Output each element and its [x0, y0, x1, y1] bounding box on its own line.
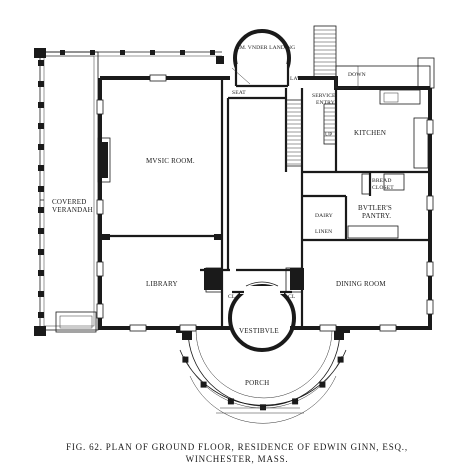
window-mark	[96, 303, 104, 319]
verandah-post	[180, 50, 185, 55]
verandah-post	[38, 186, 44, 192]
kitchen-fixtures	[347, 89, 429, 239]
verandah-post	[38, 123, 44, 129]
verandah-post	[150, 50, 155, 55]
verandah-post	[38, 207, 44, 213]
label-service-entry-line1: SERVICE	[312, 93, 336, 99]
label-dining-room: DINING ROOM	[336, 280, 386, 288]
verandah-post	[38, 291, 44, 297]
verandah-post	[38, 144, 44, 150]
main-stair	[285, 99, 337, 167]
label-covered-verandah-line1: COVERED	[52, 198, 86, 206]
verandah-post	[38, 312, 44, 318]
label-rm-under-landing: RM. VNDER LANDING	[236, 45, 295, 51]
verandah-post	[38, 249, 44, 255]
label-vestibule: VESTIBVLE	[239, 327, 279, 335]
porch-post	[176, 327, 182, 333]
window-mark	[129, 324, 147, 332]
label-lav: LAV	[290, 76, 301, 82]
window-mark	[426, 299, 434, 315]
window-mark	[149, 74, 167, 82]
window-mark	[96, 261, 104, 277]
porch-post	[260, 404, 266, 411]
label-music-room: MVSIC ROOM.	[146, 157, 195, 165]
interior-walls	[100, 78, 430, 330]
window-marks	[96, 74, 434, 332]
window-mark	[96, 199, 104, 215]
verandah-post	[210, 50, 215, 55]
verandah-post	[38, 165, 44, 171]
vestibule	[228, 281, 296, 352]
label-butlers-pantry-line2: PANTRY.	[362, 212, 391, 220]
label-seat: SEAT	[232, 90, 246, 96]
rear-stairs	[313, 25, 435, 89]
label-bread-closet-line1: BREAD	[372, 178, 391, 184]
verandah-post	[38, 81, 44, 87]
porch-post	[319, 381, 326, 388]
label-covered-verandah-line2: VERANDAH	[52, 206, 93, 214]
label-butlers-pantry-line1: BVTLER'S	[358, 204, 392, 212]
verandah-post	[60, 50, 65, 55]
verandah-post	[120, 50, 125, 55]
fireplaces	[97, 56, 304, 290]
label-up: UP	[325, 132, 332, 138]
porch-post	[200, 381, 207, 388]
window-mark	[319, 324, 337, 332]
window-mark	[426, 261, 434, 277]
porch-post	[227, 398, 234, 405]
label-linen: LINEN	[315, 229, 332, 235]
label-down: DOWN	[348, 72, 366, 78]
porch-post	[292, 398, 299, 405]
porch-post	[182, 356, 189, 363]
rear-rotunda	[231, 29, 291, 88]
window-mark	[426, 195, 434, 211]
verandah-post	[38, 228, 44, 234]
label-cl-left: CL	[228, 294, 236, 300]
porch	[176, 327, 350, 424]
window-mark	[426, 119, 434, 135]
label-library: LIBRARY	[146, 280, 178, 288]
porch-post	[344, 327, 350, 333]
verandah-post	[38, 60, 44, 66]
window-mark	[179, 324, 197, 332]
covered-verandah	[34, 48, 222, 336]
label-dairy: DAIRY	[315, 213, 333, 219]
verandah-post	[38, 102, 44, 108]
porch-post	[337, 356, 344, 363]
figure-caption-line1: FIG. 62. PLAN OF GROUND FLOOR, RESIDENCE…	[66, 442, 408, 452]
label-service-entry-line2: ENTRY	[316, 100, 335, 106]
label-cl-right: CL	[288, 294, 296, 300]
verandah-post	[38, 270, 44, 276]
label-bread-closet-line2: CLOSET	[372, 185, 394, 191]
window-mark	[96, 99, 104, 115]
window-mark	[379, 324, 397, 332]
label-kitchen: KITCHEN	[354, 129, 386, 137]
verandah-post	[90, 50, 95, 55]
figure-caption-line2: WINCHESTER, MASS.	[186, 454, 289, 464]
label-porch: PORCH	[245, 379, 269, 387]
